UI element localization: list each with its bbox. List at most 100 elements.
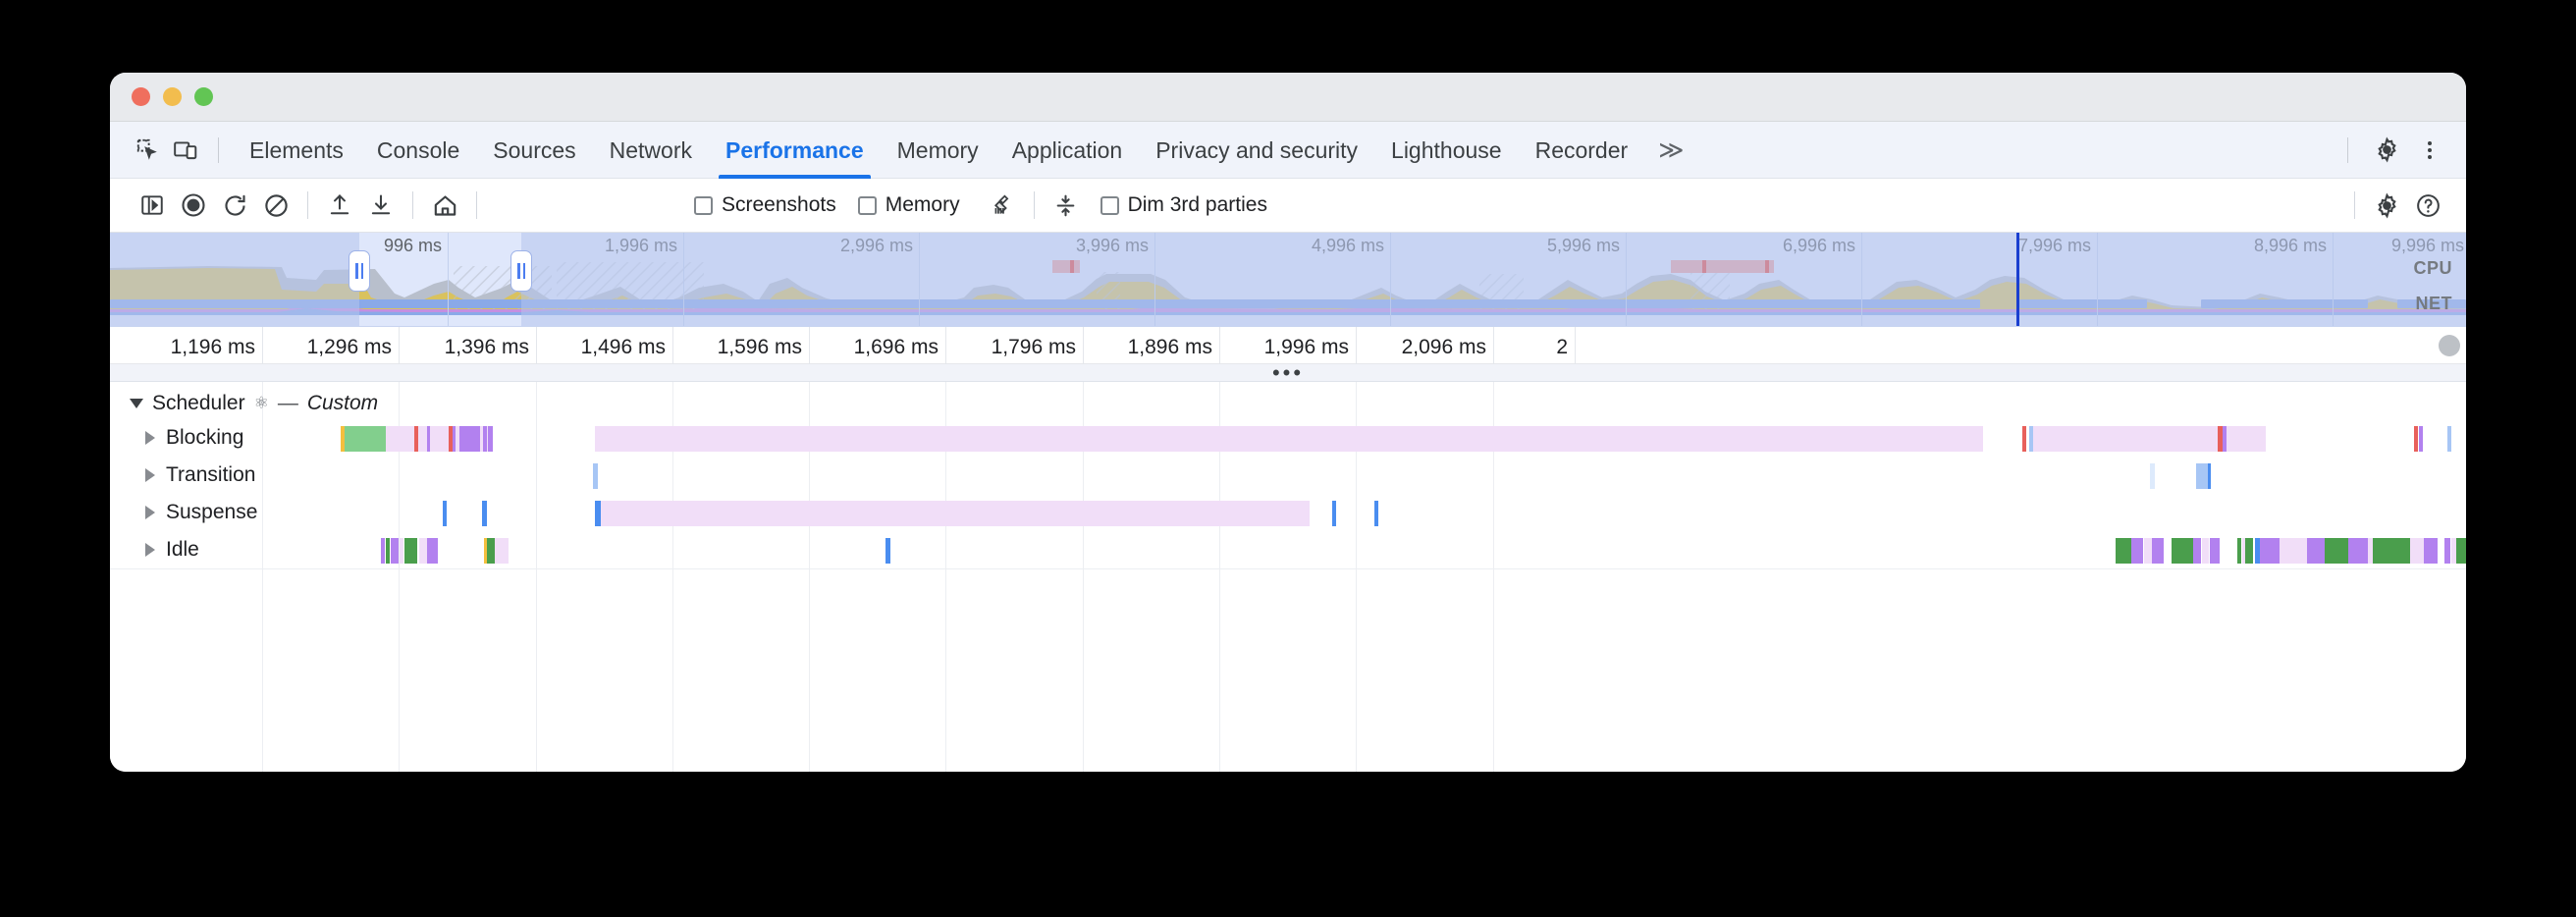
- flame-bar[interactable]: [2144, 538, 2152, 564]
- flame-bar[interactable]: [2260, 538, 2280, 564]
- track-label-transition[interactable]: Transition: [145, 457, 255, 494]
- chevron-right-icon[interactable]: [145, 431, 155, 445]
- flame-bar[interactable]: [1374, 501, 1378, 526]
- flame-bar[interactable]: [2237, 538, 2241, 564]
- more-tabs-icon[interactable]: ≫: [1658, 135, 1685, 164]
- flame-bar[interactable]: [381, 538, 385, 564]
- flame-bar[interactable]: [1332, 501, 1336, 526]
- capture-settings-gear-icon[interactable]: [2366, 185, 2407, 226]
- dim-3rd-parties-checkbox-box[interactable]: [1100, 195, 1119, 215]
- track-row-suspense[interactable]: Suspense: [110, 494, 2466, 531]
- flame-bar[interactable]: [2202, 538, 2209, 564]
- tab-performance[interactable]: Performance: [709, 122, 881, 179]
- minimize-window-button[interactable]: [163, 87, 182, 106]
- tab-application[interactable]: Application: [1011, 136, 1123, 163]
- collapse-tracks-icon[interactable]: [1046, 185, 1087, 226]
- flame-bar[interactable]: [453, 426, 456, 452]
- flame-bar[interactable]: [2245, 538, 2253, 564]
- horizontal-scrollbar-thumb[interactable]: [2439, 335, 2460, 356]
- flame-bar[interactable]: [2131, 538, 2143, 564]
- flame-bar[interactable]: [2419, 426, 2423, 452]
- flame-bar[interactable]: [487, 538, 495, 564]
- flame-bar[interactable]: [2373, 538, 2410, 564]
- panel-resize-grabber[interactable]: •••: [110, 361, 2466, 383]
- maximize-window-button[interactable]: [194, 87, 213, 106]
- flame-bar[interactable]: [2033, 426, 2266, 452]
- flame-bar[interactable]: [2196, 463, 2208, 489]
- garbage-collect-icon[interactable]: [982, 185, 1023, 226]
- flame-bar[interactable]: [2223, 426, 2227, 452]
- tab-lighthouse[interactable]: Lighthouse: [1391, 136, 1502, 163]
- help-icon[interactable]: [2407, 185, 2448, 226]
- device-toolbar-icon[interactable]: [167, 132, 204, 169]
- track-row-transition[interactable]: Transition: [110, 457, 2466, 494]
- flame-bar[interactable]: [427, 538, 438, 564]
- toggle-sidebar-button[interactable]: [132, 185, 173, 226]
- track-row-blocking[interactable]: Blocking: [110, 419, 2466, 457]
- track-label-suspense[interactable]: Suspense: [145, 494, 257, 531]
- flame-bar[interactable]: [484, 538, 487, 564]
- flame-bar[interactable]: [2447, 426, 2451, 452]
- dim-3rd-parties-checkbox[interactable]: Dim 3rd parties: [1100, 193, 1267, 217]
- home-button[interactable]: [424, 185, 465, 226]
- flame-bar[interactable]: [386, 538, 390, 564]
- flame-bar[interactable]: [495, 538, 509, 564]
- flame-bar[interactable]: [414, 426, 418, 452]
- flame-bar[interactable]: [2210, 538, 2220, 564]
- flame-bar[interactable]: [2456, 538, 2466, 564]
- flame-bar[interactable]: [2444, 538, 2450, 564]
- chevron-right-icon[interactable]: [145, 543, 155, 557]
- screenshots-checkbox-box[interactable]: [694, 195, 713, 215]
- flame-bar[interactable]: [2424, 538, 2438, 564]
- overview-handle-right[interactable]: [510, 250, 532, 292]
- flame-bar[interactable]: [2414, 426, 2418, 452]
- inspect-element-icon[interactable]: [130, 132, 167, 169]
- save-profile-button[interactable]: [360, 185, 402, 226]
- flame-bar[interactable]: [2348, 538, 2368, 564]
- record-button[interactable]: [173, 185, 214, 226]
- settings-gear-icon[interactable]: [2368, 132, 2405, 169]
- overview-handle-left[interactable]: [349, 250, 370, 292]
- flame-bar[interactable]: [482, 501, 487, 526]
- flame-bar[interactable]: [2307, 538, 2325, 564]
- reload-and-record-button[interactable]: [214, 185, 255, 226]
- flame-bar[interactable]: [449, 426, 453, 452]
- tab-recorder[interactable]: Recorder: [1534, 136, 1629, 163]
- flame-bar[interactable]: [404, 538, 417, 564]
- flame-bar[interactable]: [2325, 538, 2348, 564]
- clear-button[interactable]: [255, 185, 296, 226]
- flame-bar[interactable]: [459, 426, 480, 452]
- tab-memory[interactable]: Memory: [896, 136, 979, 163]
- tab-elements[interactable]: Elements: [249, 136, 344, 163]
- close-window-button[interactable]: [132, 87, 150, 106]
- flame-bar[interactable]: [2242, 538, 2245, 564]
- flame-bar[interactable]: [419, 538, 427, 564]
- flame-bar[interactable]: [595, 501, 601, 526]
- flame-bar[interactable]: [2029, 426, 2033, 452]
- flame-bar[interactable]: [400, 538, 403, 564]
- memory-checkbox[interactable]: Memory: [857, 193, 960, 217]
- flame-bar[interactable]: [2193, 538, 2201, 564]
- flame-bar[interactable]: [427, 426, 430, 452]
- flame-bar[interactable]: [341, 426, 345, 452]
- chevron-right-icon[interactable]: [145, 506, 155, 519]
- flame-bar[interactable]: [391, 538, 399, 564]
- track-label-idle[interactable]: Idle: [145, 531, 199, 568]
- memory-checkbox-box[interactable]: [857, 195, 877, 215]
- flame-bar[interactable]: [2368, 538, 2373, 564]
- flame-bar[interactable]: [2208, 463, 2211, 489]
- flame-bar[interactable]: [2410, 538, 2424, 564]
- tab-network[interactable]: Network: [609, 136, 692, 163]
- track-group-scheduler[interactable]: Scheduler ⚛ — Custom: [110, 392, 378, 415]
- flame-chart[interactable]: Scheduler ⚛ — Custom Blocking: [110, 382, 2466, 772]
- flame-bar[interactable]: [595, 426, 1983, 452]
- flame-bar[interactable]: [483, 426, 487, 452]
- tab-sources[interactable]: Sources: [493, 136, 576, 163]
- flame-bar[interactable]: [2218, 426, 2223, 452]
- flame-bar[interactable]: [488, 426, 493, 452]
- load-profile-button[interactable]: [319, 185, 360, 226]
- flame-bar[interactable]: [886, 538, 890, 564]
- chevron-down-icon[interactable]: [130, 399, 143, 408]
- flame-bar[interactable]: [2150, 463, 2155, 489]
- chevron-right-icon[interactable]: [145, 468, 155, 482]
